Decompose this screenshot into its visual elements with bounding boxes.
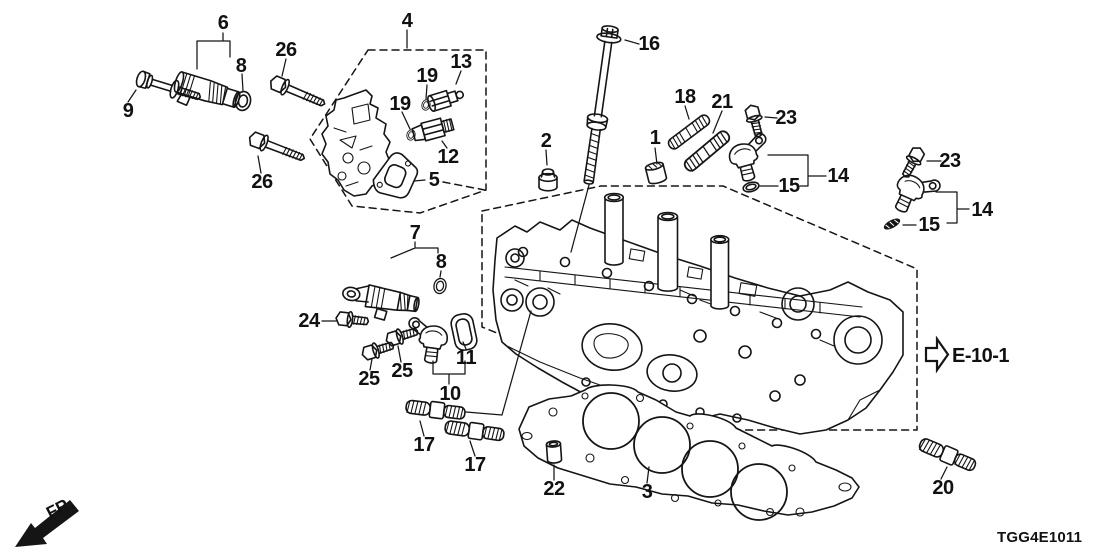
callout-10-28: 10: [439, 383, 461, 405]
front-arrow-icon: [15, 500, 79, 547]
callout-26-4: 26: [251, 171, 273, 193]
callout-11-27: 11: [455, 347, 477, 369]
callout-18-14: 18: [674, 86, 696, 108]
flange-bolt-23-right: [897, 143, 928, 182]
front-direction-group: FR.: [15, 493, 79, 547]
oring-15-right: [883, 218, 901, 230]
flange-bolt-25-left: [359, 336, 397, 363]
flange-bolt-26-lower: [245, 128, 309, 167]
oil-pressure-switch-13: [427, 89, 465, 113]
callout-7-22: 7: [409, 222, 421, 244]
gasket-5: [372, 152, 419, 199]
callout-22-31: 22: [543, 478, 565, 500]
callout-5-10: 5: [428, 169, 440, 191]
oil-pressure-switch-12: [411, 117, 455, 142]
callout-19-6: 19: [416, 65, 438, 87]
callout-21-15: 21: [711, 91, 733, 113]
callout-23-16: 23: [775, 107, 797, 129]
sealing-cap-2: [538, 168, 558, 192]
callout-8-23: 8: [435, 251, 447, 273]
callout-8-1: 8: [235, 55, 247, 77]
spool-valve-assembly-boundary: [309, 49, 487, 214]
oring-15-left: [742, 181, 760, 193]
dowel-pin-22: [545, 440, 563, 464]
head-bolt-16: [583, 25, 622, 185]
reference-arrow-group: E-10-1: [924, 335, 1010, 374]
cylinder-head: [492, 192, 904, 435]
stud-17-lower: [443, 418, 506, 444]
callout-17-30: 17: [464, 454, 486, 476]
callout-2-12: 2: [540, 130, 552, 152]
callout-9-3: 9: [122, 100, 134, 122]
callout-15-17: 15: [778, 175, 800, 197]
vtc-sensor-10: [403, 316, 451, 366]
block-arrow-right-icon: [924, 335, 950, 374]
spool-valve-solenoid-6: [173, 71, 241, 109]
callout-20-33: 20: [932, 477, 954, 499]
callout-6-0: 6: [217, 12, 229, 34]
callout-23-19: 23: [939, 150, 961, 172]
callout-24-24: 24: [298, 310, 320, 332]
diagram-code: TGG4E1011: [997, 529, 1082, 546]
leader-lines: [127, 29, 970, 484]
flange-bolt-26-upper: [266, 72, 329, 113]
stud-20: [916, 435, 979, 475]
vtc-solenoid-7: [342, 284, 420, 321]
callout-16-11: 16: [638, 33, 660, 55]
callout-14-18: 14: [827, 165, 849, 187]
callout-26-2: 26: [275, 39, 297, 61]
callout-17-29: 17: [413, 434, 435, 456]
callout-13-7: 13: [450, 51, 472, 73]
valve-seal-1: [644, 161, 668, 185]
callout-19-8: 19: [389, 93, 411, 115]
callout-12-9: 12: [437, 146, 459, 168]
cam-sensor-14-left: [724, 131, 776, 185]
head-gasket: [518, 384, 860, 521]
spool-valve-body-4: [321, 89, 391, 197]
oring-8-lower: [431, 276, 449, 296]
flange-bolt-24: [334, 309, 370, 331]
callout-25-25: 25: [358, 368, 380, 390]
callout-4-5: 4: [401, 10, 413, 32]
callout-25-26: 25: [391, 360, 413, 382]
reference-label: E-10-1: [952, 345, 1009, 367]
callout-14-20: 14: [971, 199, 993, 221]
flange-bolt-23-left: [742, 102, 768, 140]
callout-1-13: 1: [649, 127, 661, 149]
sensor-gasket-11: [450, 312, 478, 352]
callout-3-32: 3: [641, 481, 653, 503]
callout-15-21: 15: [918, 214, 940, 236]
